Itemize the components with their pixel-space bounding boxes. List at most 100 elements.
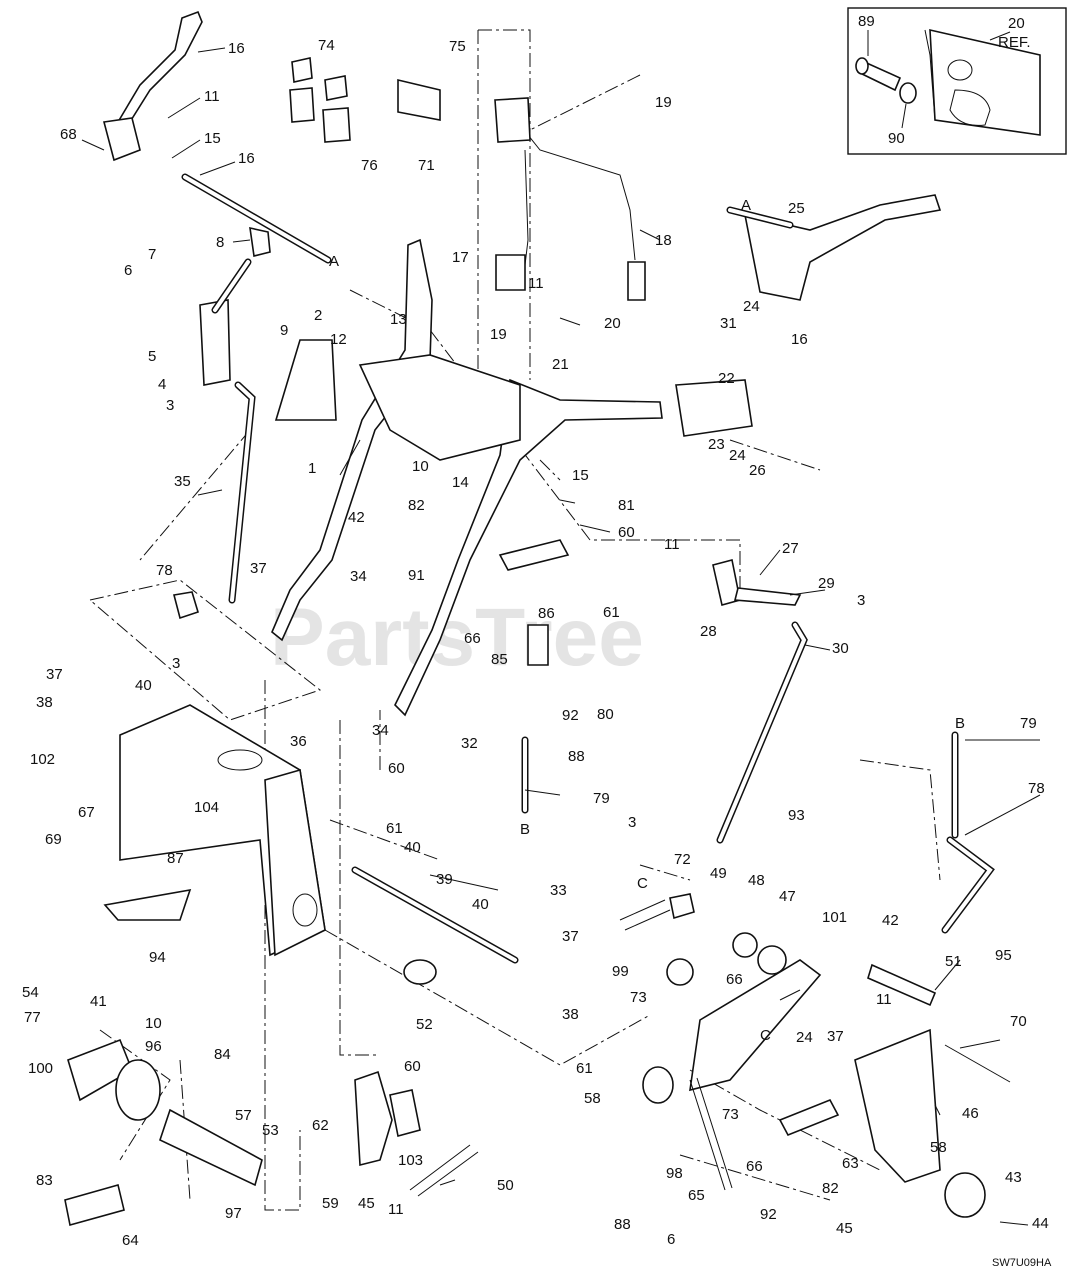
callout-10: 10 xyxy=(412,458,429,475)
callout-21: 21 xyxy=(552,356,569,373)
callout-3: 3 xyxy=(166,397,174,414)
callout-58: 58 xyxy=(584,1090,601,1107)
callout-97: 97 xyxy=(225,1205,242,1222)
callout-34: 34 xyxy=(372,722,389,739)
callout-30: 30 xyxy=(832,640,849,657)
callout-88: 88 xyxy=(614,1216,631,1233)
callout-24: 24 xyxy=(796,1029,813,1046)
callout-92: 92 xyxy=(760,1206,777,1223)
callout-73: 73 xyxy=(630,989,647,1006)
callout-63: 63 xyxy=(842,1155,859,1172)
inset-ref-text: REF. xyxy=(998,34,1031,51)
callout-a: A xyxy=(329,253,339,270)
callout-48: 48 xyxy=(748,872,765,889)
callout-104: 104 xyxy=(194,799,219,816)
callout-9: 9 xyxy=(280,322,288,339)
callout-23: 23 xyxy=(708,436,725,453)
callout-57: 57 xyxy=(235,1107,252,1124)
callout-29: 29 xyxy=(818,575,835,592)
callout-61: 61 xyxy=(603,604,620,621)
callout-99: 99 xyxy=(612,963,629,980)
callout-80: 80 xyxy=(597,706,614,723)
callout-38: 38 xyxy=(562,1006,579,1023)
callout-11: 11 xyxy=(204,88,220,105)
callout-16: 16 xyxy=(238,150,255,167)
callout-26: 26 xyxy=(749,462,766,479)
callout-44: 44 xyxy=(1032,1215,1049,1232)
callout-60: 60 xyxy=(618,524,635,541)
callout-68: 68 xyxy=(60,126,77,143)
callout-16: 16 xyxy=(791,331,808,348)
callout-69: 69 xyxy=(45,831,62,848)
callout-61: 61 xyxy=(576,1060,593,1077)
callout-b: B xyxy=(520,821,530,838)
callout-74: 74 xyxy=(318,37,335,54)
callout-79: 79 xyxy=(1020,715,1037,732)
callout-40: 40 xyxy=(472,896,489,913)
callout-82: 82 xyxy=(822,1180,839,1197)
callout-a: A xyxy=(741,197,751,214)
drawing-code: SW7U09HA xyxy=(992,1257,1052,1269)
callout-b: B xyxy=(955,715,965,732)
callout-13: 13 xyxy=(390,311,407,328)
callout-24: 24 xyxy=(729,447,746,464)
callout-45: 45 xyxy=(358,1195,375,1212)
callout-49: 49 xyxy=(710,865,727,882)
callout-37: 37 xyxy=(46,666,63,683)
callout-27: 27 xyxy=(782,540,799,557)
callout-83: 83 xyxy=(36,1172,53,1189)
callout-37: 37 xyxy=(827,1028,844,1045)
callout-102: 102 xyxy=(30,751,55,768)
callout-38: 38 xyxy=(36,694,53,711)
callout-18: 18 xyxy=(655,232,672,249)
callout-c: C xyxy=(637,875,648,892)
callout-96: 96 xyxy=(145,1038,162,1055)
callout-5: 5 xyxy=(148,348,156,365)
callout-87: 87 xyxy=(167,850,184,867)
callout-11: 11 xyxy=(388,1201,404,1218)
callout-66: 66 xyxy=(464,630,481,647)
leader-lines xyxy=(81,47,1041,1226)
callout-36: 36 xyxy=(290,733,307,750)
callout-66: 66 xyxy=(746,1158,763,1175)
callout-11: 11 xyxy=(876,991,892,1008)
callout-64: 64 xyxy=(122,1232,139,1249)
callout-76: 76 xyxy=(361,157,378,174)
callout-100: 100 xyxy=(28,1060,53,1077)
callout-17: 17 xyxy=(452,249,469,266)
callout-4: 4 xyxy=(158,376,166,393)
callout-34: 34 xyxy=(350,568,367,585)
callout-79: 79 xyxy=(593,790,610,807)
callout-95: 95 xyxy=(995,947,1012,964)
callout-47: 47 xyxy=(779,888,796,905)
callout-45: 45 xyxy=(836,1220,853,1237)
callout-60: 60 xyxy=(388,760,405,777)
callout-46: 46 xyxy=(962,1105,979,1122)
callout-75: 75 xyxy=(449,38,466,55)
callout-65: 65 xyxy=(688,1187,705,1204)
callout-32: 32 xyxy=(461,735,478,752)
callout-54: 54 xyxy=(22,984,39,1001)
callout-78: 78 xyxy=(1028,780,1045,797)
callout-8: 8 xyxy=(216,234,224,251)
callout-11: 11 xyxy=(528,275,544,292)
callout-71: 71 xyxy=(418,157,435,174)
callout-6: 6 xyxy=(124,262,132,279)
callout-31: 31 xyxy=(720,315,737,332)
callout-2: 2 xyxy=(314,307,322,324)
callout-15: 15 xyxy=(572,467,589,484)
callout-62: 62 xyxy=(312,1117,329,1134)
callout-60: 60 xyxy=(404,1058,421,1075)
callout-19: 19 xyxy=(655,94,672,111)
callout-70: 70 xyxy=(1010,1013,1027,1030)
callout-1: 1 xyxy=(308,460,316,477)
callout-53: 53 xyxy=(262,1122,279,1139)
callout-88: 88 xyxy=(568,748,585,765)
callout-10: 10 xyxy=(145,1015,162,1032)
callout-66: 66 xyxy=(726,971,743,988)
callout-42: 42 xyxy=(348,509,365,526)
callout-58: 58 xyxy=(930,1139,947,1156)
part-shapes xyxy=(64,10,1011,1227)
callout-19: 19 xyxy=(490,326,507,343)
